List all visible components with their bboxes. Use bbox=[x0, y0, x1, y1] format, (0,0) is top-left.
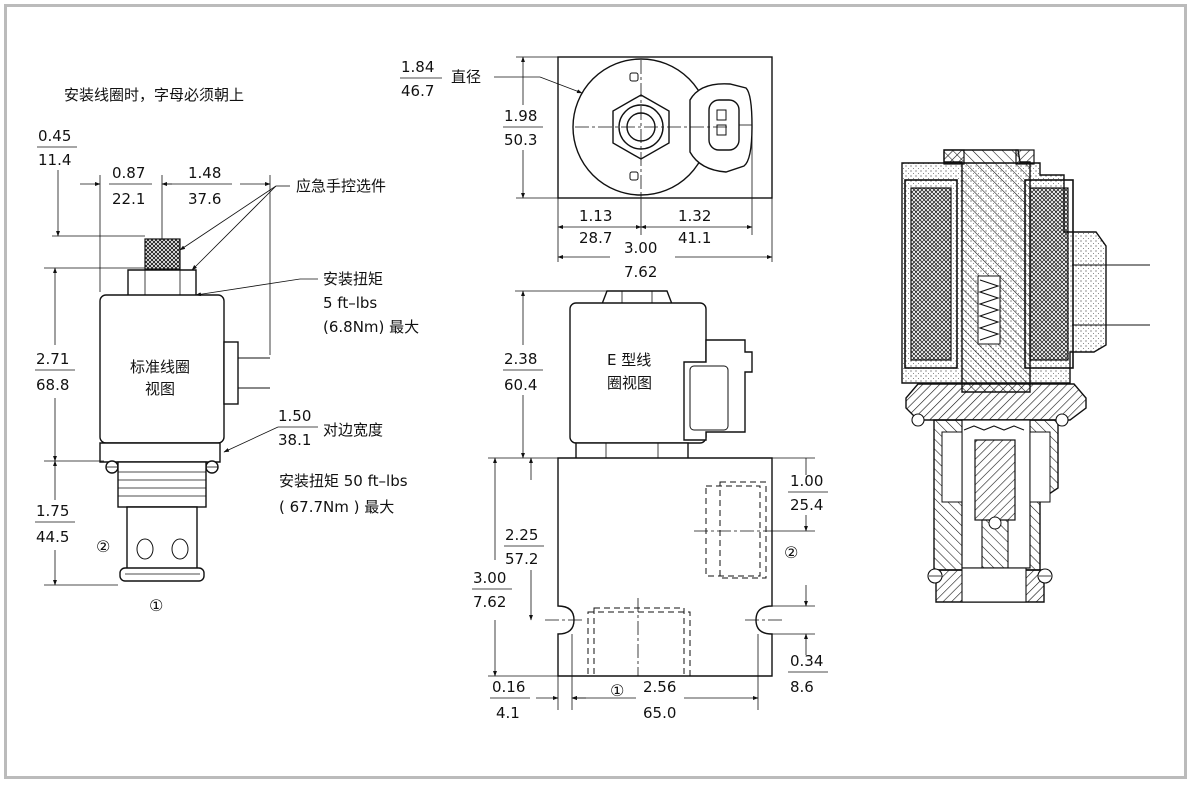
svg-text:1.84: 1.84 bbox=[401, 58, 434, 76]
svg-text:安装扭矩: 安装扭矩 bbox=[323, 270, 383, 288]
svg-text:28.7: 28.7 bbox=[579, 229, 612, 247]
svg-text:0.45: 0.45 bbox=[38, 127, 71, 145]
e-coil-connector bbox=[683, 339, 753, 441]
svg-text:2.71: 2.71 bbox=[36, 350, 69, 368]
port-1-right: ① bbox=[610, 681, 624, 700]
svg-text:1.32: 1.32 bbox=[678, 207, 711, 225]
svg-text:60.4: 60.4 bbox=[504, 376, 537, 394]
dim-1.84-diameter: 1.84 46.7 直径 bbox=[400, 58, 583, 100]
cartridge-torque-label: 安装扭矩 50 ft–lbs bbox=[279, 472, 408, 490]
manual-override-callout: 应急手控选件 bbox=[179, 177, 386, 271]
dim-1.00: 1.00 25.4 bbox=[772, 457, 828, 532]
manual-override-knob bbox=[144, 238, 181, 270]
dim-2.38: 2.38 60.4 bbox=[503, 290, 610, 459]
svg-text:22.1: 22.1 bbox=[112, 190, 145, 208]
svg-text:11.4: 11.4 bbox=[38, 151, 71, 169]
coil-connector bbox=[223, 341, 239, 405]
coil-orientation-note: 安装线圈时，字母必须朝上 bbox=[64, 86, 244, 104]
hidden-port-1 bbox=[593, 607, 685, 677]
port-1-left: ① bbox=[149, 596, 163, 615]
svg-text:68.8: 68.8 bbox=[36, 376, 69, 394]
std-coil-label-2: 视图 bbox=[145, 380, 175, 398]
diameter-label: 直径 bbox=[451, 68, 481, 86]
svg-text:44.5: 44.5 bbox=[36, 528, 69, 546]
svg-text:7.62: 7.62 bbox=[473, 593, 506, 611]
svg-text:8.6: 8.6 bbox=[790, 678, 814, 696]
e-coil-label-2: 圈视图 bbox=[607, 374, 652, 392]
svg-text:0.34: 0.34 bbox=[790, 652, 823, 670]
svg-text:41.1: 41.1 bbox=[678, 229, 711, 247]
svg-text:1.98: 1.98 bbox=[504, 107, 537, 125]
coil-torque-callout: 安装扭矩 5 ft–lbs (6.8Nm) 最大 bbox=[195, 270, 419, 336]
svg-text:25.4: 25.4 bbox=[790, 496, 823, 514]
coil-winding-right bbox=[1029, 187, 1069, 361]
port-2-right: ② bbox=[784, 543, 798, 562]
svg-text:(6.8Nm) 最大: (6.8Nm) 最大 bbox=[323, 318, 419, 336]
dim-3.00-height: 3.00 7.62 bbox=[472, 457, 558, 677]
e-coil-nut bbox=[600, 290, 674, 305]
dim-0.45: 0.45 11.4 bbox=[37, 127, 145, 237]
svg-text:3.00: 3.00 bbox=[473, 569, 506, 587]
cross-section-view bbox=[901, 149, 1150, 603]
cartridge-lower bbox=[126, 506, 198, 571]
svg-text:2.56: 2.56 bbox=[643, 678, 676, 696]
dim-1.98: 1.98 50.3 bbox=[503, 56, 558, 199]
e-coil-label-1: E 型线 bbox=[607, 351, 651, 369]
svg-text:2.25: 2.25 bbox=[505, 526, 538, 544]
svg-text:65.0: 65.0 bbox=[643, 704, 676, 722]
hex-body bbox=[99, 442, 221, 463]
svg-text:5 ft–lbs: 5 ft–lbs bbox=[323, 294, 377, 312]
svg-text:1.13: 1.13 bbox=[579, 207, 612, 225]
svg-text:7.62: 7.62 bbox=[624, 263, 657, 281]
hex-flats-label: 对边宽度 bbox=[323, 421, 383, 439]
svg-text:46.7: 46.7 bbox=[401, 82, 434, 100]
svg-text:0.87: 0.87 bbox=[112, 164, 145, 182]
dim-1.13-1.32: 1.13 28.7 1.32 41.1 bbox=[557, 127, 773, 262]
svg-text:1.75: 1.75 bbox=[36, 502, 69, 520]
manifold-block bbox=[557, 457, 773, 677]
svg-text:50.3: 50.3 bbox=[504, 131, 537, 149]
dim-0.87: 0.87 22.1 bbox=[80, 164, 180, 292]
std-coil-label-1: 标准线圈 bbox=[130, 358, 190, 376]
section-hex-body bbox=[905, 383, 1087, 421]
svg-text:1.48: 1.48 bbox=[188, 164, 221, 182]
svg-text:1.50: 1.50 bbox=[278, 407, 311, 425]
cartridge-torque-nm: ( 67.7Nm ) 最大 bbox=[279, 498, 394, 516]
svg-text:3.00: 3.00 bbox=[624, 239, 657, 257]
svg-text:1.00: 1.00 bbox=[790, 472, 823, 490]
dim-0.34: 0.34 8.6 bbox=[772, 585, 828, 696]
svg-text:2.38: 2.38 bbox=[504, 350, 537, 368]
svg-text:38.1: 38.1 bbox=[278, 431, 311, 449]
svg-text:4.1: 4.1 bbox=[496, 704, 520, 722]
dim-2.25: 2.25 57.2 bbox=[504, 457, 544, 621]
svg-text:应急手控选件: 应急手控选件 bbox=[296, 177, 386, 195]
coil-winding-left bbox=[910, 187, 952, 361]
dim-2.71: 2.71 68.8 bbox=[35, 267, 145, 462]
e-coil-view: E 型线 圈视图 ② ① 2.38 60.4 bbox=[472, 290, 828, 722]
port-2-left: ② bbox=[96, 537, 110, 556]
dim-1.48: 1.48 37.6 bbox=[162, 164, 271, 355]
dim-1.50: 1.50 38.1 对边宽度 bbox=[223, 407, 383, 453]
svg-text:0.16: 0.16 bbox=[492, 678, 525, 696]
svg-text:37.6: 37.6 bbox=[188, 190, 221, 208]
poppet bbox=[974, 439, 1016, 521]
dim-1.75: 1.75 44.5 bbox=[35, 460, 118, 586]
svg-text:57.2: 57.2 bbox=[505, 550, 538, 568]
coil-nut bbox=[127, 269, 197, 297]
dim-2.56: 2.56 65.0 bbox=[571, 634, 759, 722]
dim-3.00-width: 3.00 7.62 bbox=[557, 239, 773, 281]
thread-section bbox=[117, 461, 207, 508]
standard-coil-view: 安装线圈时，字母必须朝上 标准线圈 视图 ② ① bbox=[35, 86, 419, 615]
top-view: 1.84 46.7 直径 1.98 50.3 1.13 bbox=[400, 56, 773, 281]
